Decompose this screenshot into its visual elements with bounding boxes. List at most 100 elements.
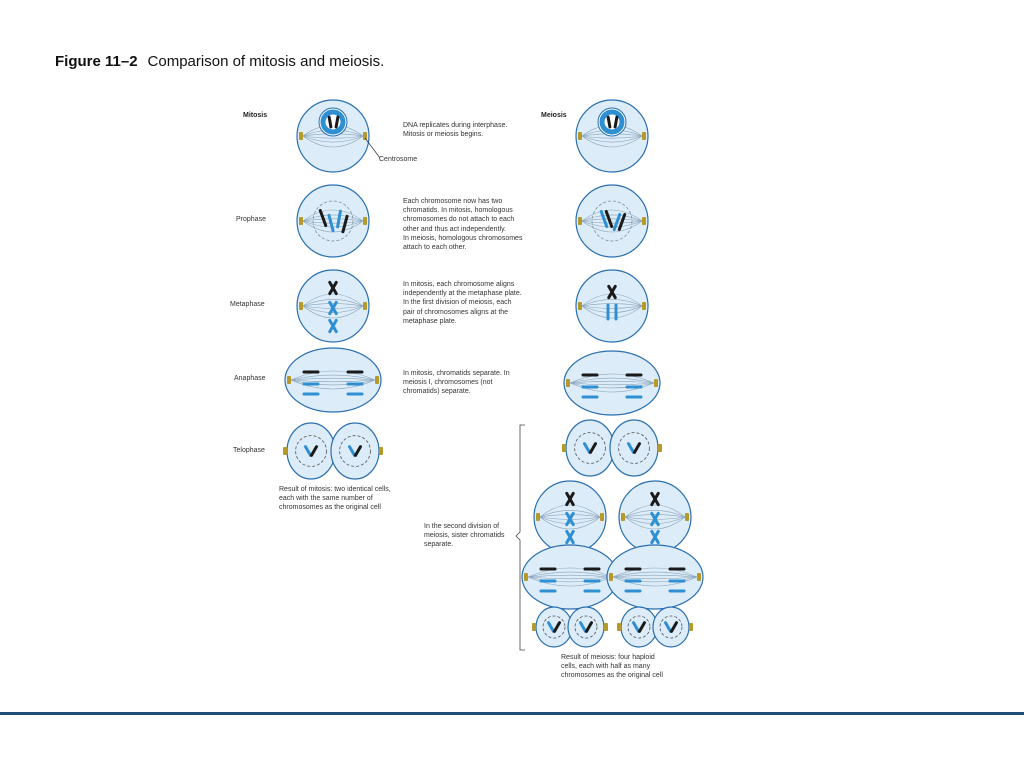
- mitosis-telophase-cells: [283, 422, 383, 480]
- spindle-fiber: [612, 574, 698, 578]
- centrosome: [299, 302, 303, 310]
- daughter-cell-left: [535, 606, 573, 648]
- mitosis-interphase-cell: [296, 99, 370, 173]
- daughter-cell-left: [565, 419, 615, 477]
- chromosome: [664, 621, 672, 633]
- description-meiosis-result: Result of meiosis: four haploid cells, e…: [561, 654, 663, 680]
- centrosome: [532, 623, 536, 631]
- spindle-fiber: [569, 382, 655, 389]
- stage-label-anaphase: Anaphase: [234, 375, 266, 382]
- meiosis-ii-anaphase-cell-right: [606, 544, 704, 610]
- centrosome: [609, 573, 613, 581]
- chromosome: [612, 212, 622, 232]
- description-second-division: In the second division of meiosis, siste…: [424, 523, 505, 549]
- meiosis-header: Meiosis: [541, 112, 567, 119]
- centrosome: [363, 217, 367, 225]
- nuclear-envelope: [591, 200, 633, 242]
- spindle-fiber: [302, 293, 364, 307]
- spindle-fiber: [569, 382, 655, 393]
- spindle-fiber: [624, 504, 686, 518]
- description-metaphase: In mitosis, each chromosome aligns indep…: [403, 281, 522, 325]
- chromosome: [617, 212, 627, 232]
- description-mitosis-result: Result of mitosis: two identical cells, …: [279, 486, 391, 512]
- centrosome-label: Centrosome: [379, 156, 418, 163]
- meiosis-telophase-cells: [562, 419, 662, 477]
- cell-membrane: [284, 347, 382, 413]
- spindle-fiber: [581, 220, 643, 233]
- chromosome: [328, 280, 338, 296]
- chromosome: [328, 318, 338, 334]
- spindle-fiber: [612, 576, 698, 583]
- chromosome: [547, 621, 555, 633]
- nuclear-envelope: [627, 615, 651, 639]
- spindle-fiber: [581, 218, 643, 222]
- chromosome: [334, 115, 340, 129]
- spindle-fiber: [581, 299, 643, 307]
- meiosis-anaphase-cell: [563, 350, 661, 416]
- centrosome: [536, 513, 540, 521]
- mitosis-anaphase-cell: [284, 347, 382, 413]
- spindle-fiber: [302, 305, 364, 319]
- spindle-fiber: [581, 209, 643, 222]
- meiosis-ii-telophase-cells-left: [532, 606, 608, 648]
- spindle-fiber: [612, 576, 698, 580]
- chromosome: [650, 529, 660, 545]
- second-division-bracket: [515, 424, 525, 651]
- centrosome: [299, 132, 303, 140]
- chromosome: [318, 208, 328, 228]
- spindle-fiber: [290, 379, 376, 386]
- cell-membrane: [575, 269, 649, 343]
- spindle-fiber: [527, 567, 613, 578]
- chromosome: [589, 442, 597, 454]
- chromosome: [599, 209, 609, 229]
- spindle-fiber: [581, 305, 643, 309]
- chromosome: [670, 621, 678, 633]
- cell-membrane: [606, 544, 704, 610]
- spindle-fiber: [581, 135, 643, 148]
- meiosis-interphase-cell: [575, 99, 649, 173]
- mitosis-prophase-cell: [296, 184, 370, 258]
- spindle-fiber: [581, 305, 643, 313]
- centrosome: [363, 302, 367, 310]
- chromosome: [604, 209, 614, 229]
- centrosome: [642, 132, 646, 140]
- nuclear-envelope: [574, 432, 606, 464]
- cell-membrane: [521, 544, 619, 610]
- chromosome: [613, 115, 619, 129]
- spindle-fiber: [581, 135, 643, 139]
- meiosis-metaphase-cell: [575, 269, 649, 343]
- spindle-fiber: [302, 220, 364, 224]
- meiosis-ii-metaphase-cell-right: [618, 480, 692, 554]
- chromosome: [632, 621, 640, 633]
- spindle-fiber: [539, 516, 601, 524]
- spindle-fiber: [302, 305, 364, 313]
- chromosome: [565, 491, 575, 507]
- chromosome: [650, 491, 660, 507]
- spindle-fiber: [539, 510, 601, 518]
- spindle-fiber: [569, 377, 655, 384]
- daughter-cell-left: [620, 606, 658, 648]
- description-anaphase: In mitosis, chromatids separate. In meio…: [403, 370, 510, 396]
- centrosome: [617, 623, 621, 631]
- chromosome: [565, 529, 575, 545]
- spindle-fiber: [290, 377, 376, 381]
- cell-membrane: [563, 350, 661, 416]
- spindle-fiber: [539, 516, 601, 530]
- chromosome: [341, 214, 349, 234]
- centrosome: [566, 379, 570, 387]
- nuclear-envelope: [295, 435, 327, 467]
- chromosome: [348, 445, 356, 457]
- chromosome: [583, 442, 591, 454]
- spindle-fiber: [302, 135, 364, 139]
- spindle-fiber: [581, 214, 643, 222]
- centrosome: [604, 623, 608, 631]
- centrosome: [600, 513, 604, 521]
- spindle-fiber: [569, 380, 655, 384]
- spindle-fiber: [624, 514, 686, 518]
- daughter-cell-right: [330, 422, 380, 480]
- spindle-fiber: [581, 135, 643, 143]
- meiosis-ii-anaphase-cell-left: [521, 544, 619, 610]
- centrosome: [689, 623, 693, 631]
